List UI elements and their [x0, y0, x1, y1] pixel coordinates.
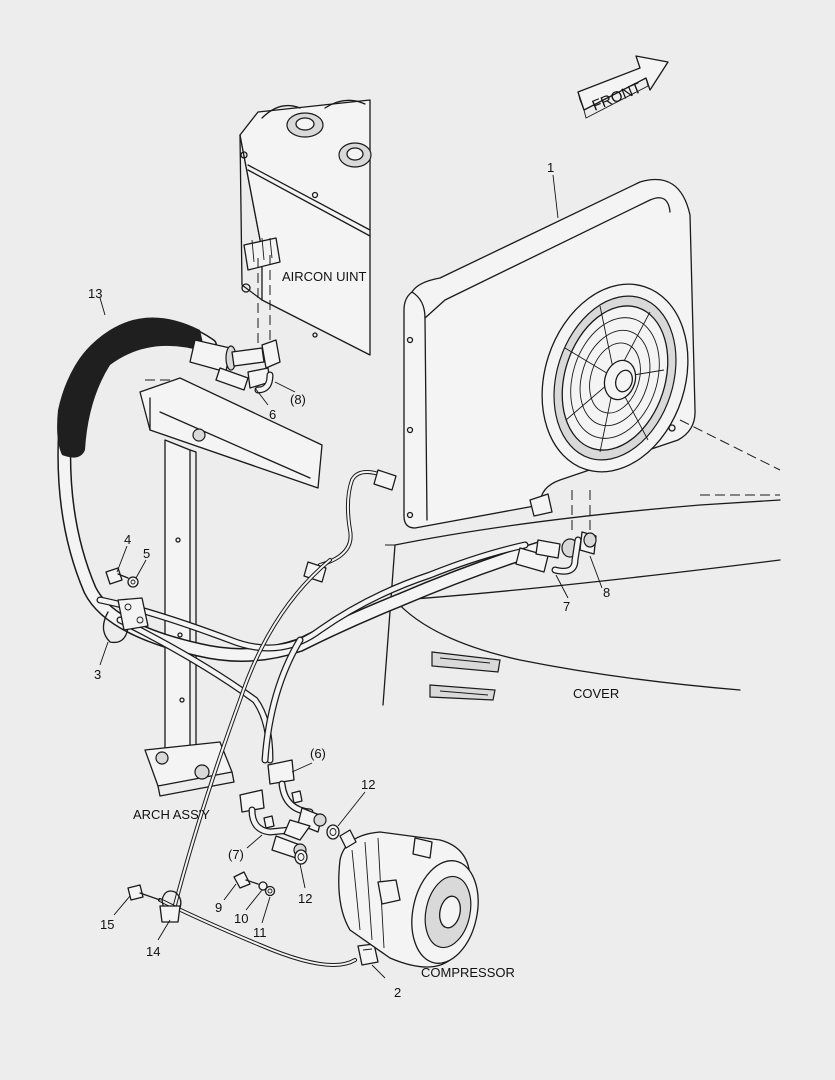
- callout-8-paren: (8): [290, 392, 306, 407]
- callout-8: 8: [603, 585, 610, 600]
- aircon-unit: [239, 99, 372, 356]
- compressor-label: COMPRESSOR: [421, 965, 515, 980]
- callout-14: 14: [146, 944, 160, 959]
- fitting-6-upper: [215, 339, 281, 394]
- callout-7-paren: (7): [228, 847, 244, 862]
- callout-1: 1: [547, 160, 554, 175]
- callout-3: 3: [94, 667, 101, 682]
- callout-10: 10: [234, 911, 248, 926]
- bolt-9-washers: [233, 871, 276, 897]
- arch-assembly: [139, 377, 323, 797]
- condenser-assembly: [403, 178, 696, 529]
- bolt-15-clamp-14: [127, 884, 182, 923]
- callout-6: 6: [269, 407, 276, 422]
- fitting-7-8: [515, 490, 597, 575]
- aircon-unit-label: AIRCON UINT: [282, 269, 367, 284]
- callout-2: 2: [394, 985, 401, 1000]
- callout-9: 9: [215, 900, 222, 915]
- arch-label: ARCH ASS'Y: [133, 807, 210, 822]
- clamp-3: [102, 597, 149, 644]
- callout-numbers: 1 2 3 4 5 6 (8) (6) 7 8 (7) 9 10 11 12 1…: [88, 160, 610, 1000]
- callout-12-top: 12: [361, 777, 375, 792]
- callout-11: 11: [253, 925, 267, 940]
- callout-15: 15: [100, 917, 114, 932]
- compressor: [338, 829, 479, 968]
- cover: [380, 419, 781, 706]
- callout-5: 5: [143, 546, 150, 561]
- callout-13: 13: [88, 286, 102, 301]
- bolt-4-washer-5: [105, 567, 139, 588]
- component-labels: AIRCON UINT COVER ARCH ASS'Y COMPRESSOR: [133, 269, 619, 980]
- callout-4: 4: [124, 532, 131, 547]
- callout-7: 7: [563, 599, 570, 614]
- front-direction-arrow: FRONT: [577, 55, 669, 119]
- callout-12-bottom: 12: [298, 891, 312, 906]
- cover-label: COVER: [573, 686, 619, 701]
- wire-harness: [158, 469, 397, 967]
- callout-leaders: [99, 174, 603, 979]
- o-rings-12: [294, 824, 340, 865]
- callout-6-paren: (6): [310, 746, 326, 761]
